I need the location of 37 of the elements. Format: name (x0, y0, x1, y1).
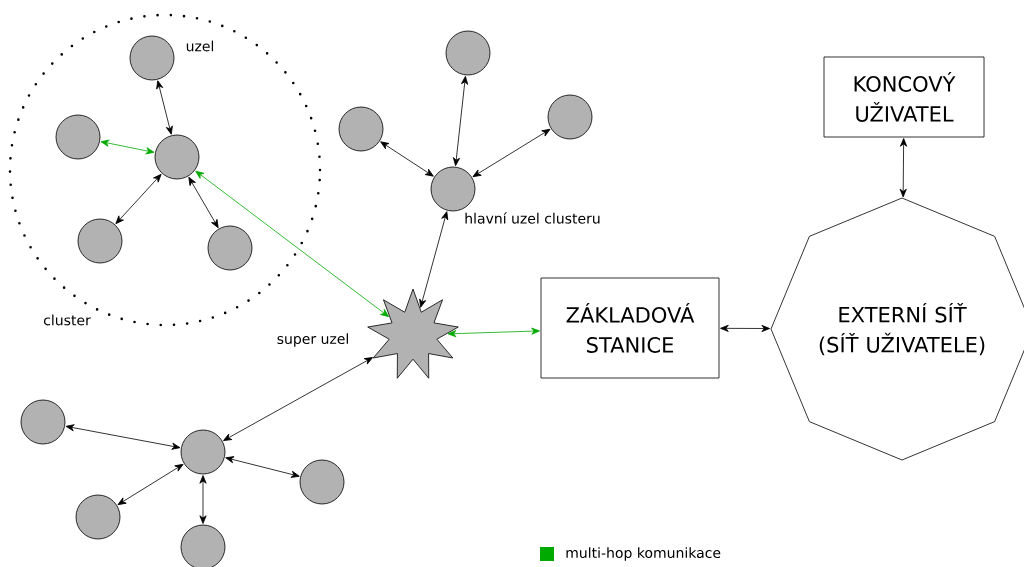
node-circle (55, 114, 101, 160)
node-circle (547, 94, 593, 140)
base-station-box: ZÁKLADOVÁ STANICE (540, 277, 720, 379)
node-circle (207, 225, 253, 271)
arrow (720, 324, 771, 332)
node-label: hlavní uzel clusteru (465, 212, 600, 224)
arrow (225, 456, 300, 478)
end-user-box: KONCOVÝ UŽIVATEL (823, 56, 985, 138)
arrow (117, 463, 184, 506)
arrow (195, 170, 390, 318)
arrow (115, 173, 162, 225)
node-circle (20, 399, 66, 445)
node-circle (75, 494, 121, 540)
arrow (223, 357, 373, 441)
node-label: cluster (43, 314, 91, 326)
node-circle (154, 134, 200, 180)
arrow (156, 80, 173, 135)
node-label: super uzel (277, 333, 348, 347)
arrow (100, 139, 155, 155)
arrow (452, 75, 469, 167)
node-circle (77, 218, 123, 264)
node-label: uzel (186, 40, 214, 52)
arrow (899, 138, 908, 198)
arrow (188, 176, 219, 229)
legend-text: multi-hop komunikace (566, 547, 721, 561)
arrow (65, 424, 181, 450)
arrow (419, 211, 449, 308)
arrow (447, 327, 540, 338)
node-circle (445, 30, 491, 76)
arrow (380, 141, 434, 177)
node-circle (180, 524, 226, 567)
node-circle (338, 106, 384, 152)
network-octagon: EXTERNÍ SÍŤ (SÍŤ UŽIVATELE) (770, 197, 1024, 461)
arrow (199, 475, 207, 524)
arrow (472, 128, 551, 178)
node-circle (180, 429, 226, 475)
node-circle (299, 459, 345, 505)
